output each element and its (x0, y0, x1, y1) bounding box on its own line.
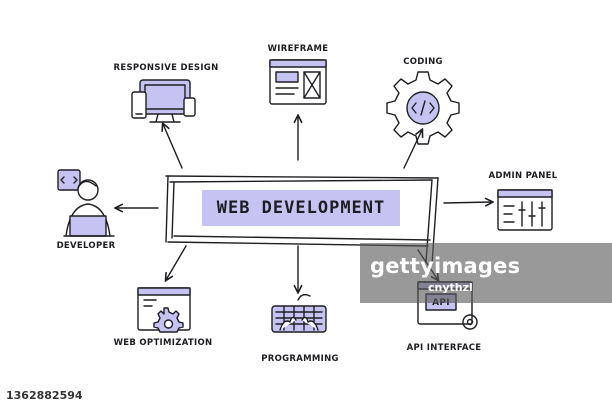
wireframe-icon (269, 59, 327, 105)
node-label-programming: PROGRAMMING (261, 354, 339, 364)
stock-id: 1362882594 (6, 389, 83, 402)
node-label-web-optimization: WEB OPTIMIZATION (113, 338, 213, 348)
arrow-responsive (163, 124, 183, 169)
node-label-coding: CODING (403, 57, 443, 67)
arrow-optimization (166, 245, 187, 280)
api-badge-text: API (432, 298, 450, 308)
web-optimization-icon (137, 287, 191, 333)
diagram-title: WEB DEVELOPMENT (202, 190, 400, 226)
arrow-coding (403, 130, 422, 169)
node-label-api-interface: API INTERFACE (406, 343, 482, 353)
gear-code-icon (386, 71, 460, 145)
devices-icon (131, 79, 196, 123)
admin-panel-icon (497, 189, 553, 231)
node-label-developer: DEVELOPER (56, 241, 116, 251)
watermark-credit: cnythzl (428, 281, 473, 294)
node-label-admin-panel: ADMIN PANEL (488, 171, 558, 181)
arrows (116, 116, 492, 292)
watermark-banner: gettyimages cnythzl (360, 243, 612, 303)
watermark-logo: gettyimages (370, 254, 521, 278)
arrow-admin (443, 202, 492, 203)
footer-bar (0, 386, 612, 408)
developer-icon (57, 169, 115, 237)
keyboard-icon (271, 293, 327, 333)
node-label-wireframe: WIREFRAME (267, 44, 329, 54)
node-label-responsive-design: RESPONSIVE DESIGN (113, 63, 219, 73)
central-frame (165, 175, 439, 265)
